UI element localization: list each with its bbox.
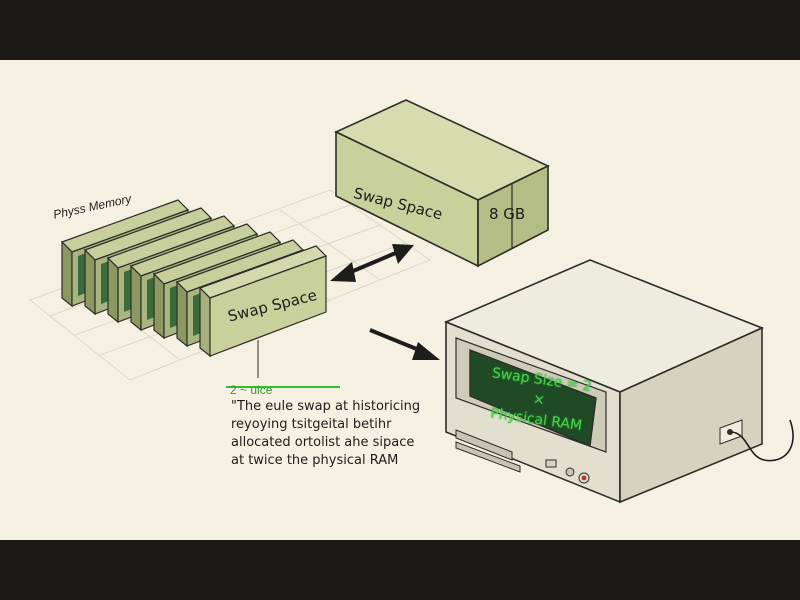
double-arrow [330, 244, 414, 282]
caption-line-2: reyoying tsitgeital betihr [231, 417, 392, 432]
diagram-drawing [28, 99, 794, 504]
swap-block-small [198, 245, 328, 358]
ratio-label: 2 ~ ulce [230, 383, 273, 397]
caption-line-1: "The eule swap at historicing [231, 399, 421, 414]
swap-space-box [334, 99, 550, 268]
arrow-to-computer [369, 328, 440, 360]
diagram-canvas: Physs Memory Swap Space Swap Space 8 GB … [0, 60, 800, 540]
letterbox-top [0, 0, 800, 60]
computer [443, 259, 794, 504]
caption-line-3: allocated ortolist ahe sipace [231, 435, 415, 450]
letterbox-bottom [0, 540, 800, 600]
ram-module-stack [60, 199, 328, 358]
disk-size-label: 8 GB [489, 205, 526, 223]
caption-note: "The eule swap at historicing reyoying t… [231, 398, 420, 470]
caption-line-4: at twice the physical RAM [231, 453, 399, 468]
